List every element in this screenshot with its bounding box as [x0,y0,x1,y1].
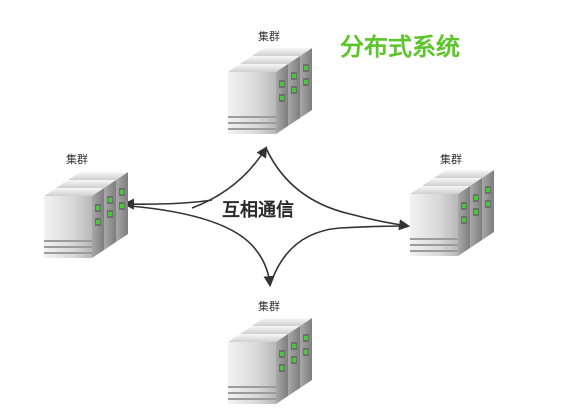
arrow-to-left [122,198,213,210]
center-label: 互相通信 [222,199,294,221]
cluster-right: 集群 [410,152,494,256]
server-stack-bottom [228,318,312,404]
server-stack-left [44,172,128,258]
cluster-right-label: 集群 [440,152,462,166]
arrow-curve-top-right [265,147,411,231]
server-stack-right [410,170,494,256]
arrow-curve-bottom-right [271,225,406,281]
diagram-title: 分布式系统 [340,33,460,61]
cluster-bottom-label: 集群 [258,299,280,313]
cluster-top-label: 集群 [258,29,280,43]
cluster-bottom: 集群 [228,299,312,404]
arrow-to-top [191,146,268,209]
communication-arrows [122,146,411,288]
cluster-left-label: 集群 [66,152,88,166]
cluster-top: 集群 [228,29,312,134]
server-stack-top [228,48,312,134]
cluster-left: 集群 [44,152,128,258]
arrow-curve-left-bottom [129,205,275,288]
